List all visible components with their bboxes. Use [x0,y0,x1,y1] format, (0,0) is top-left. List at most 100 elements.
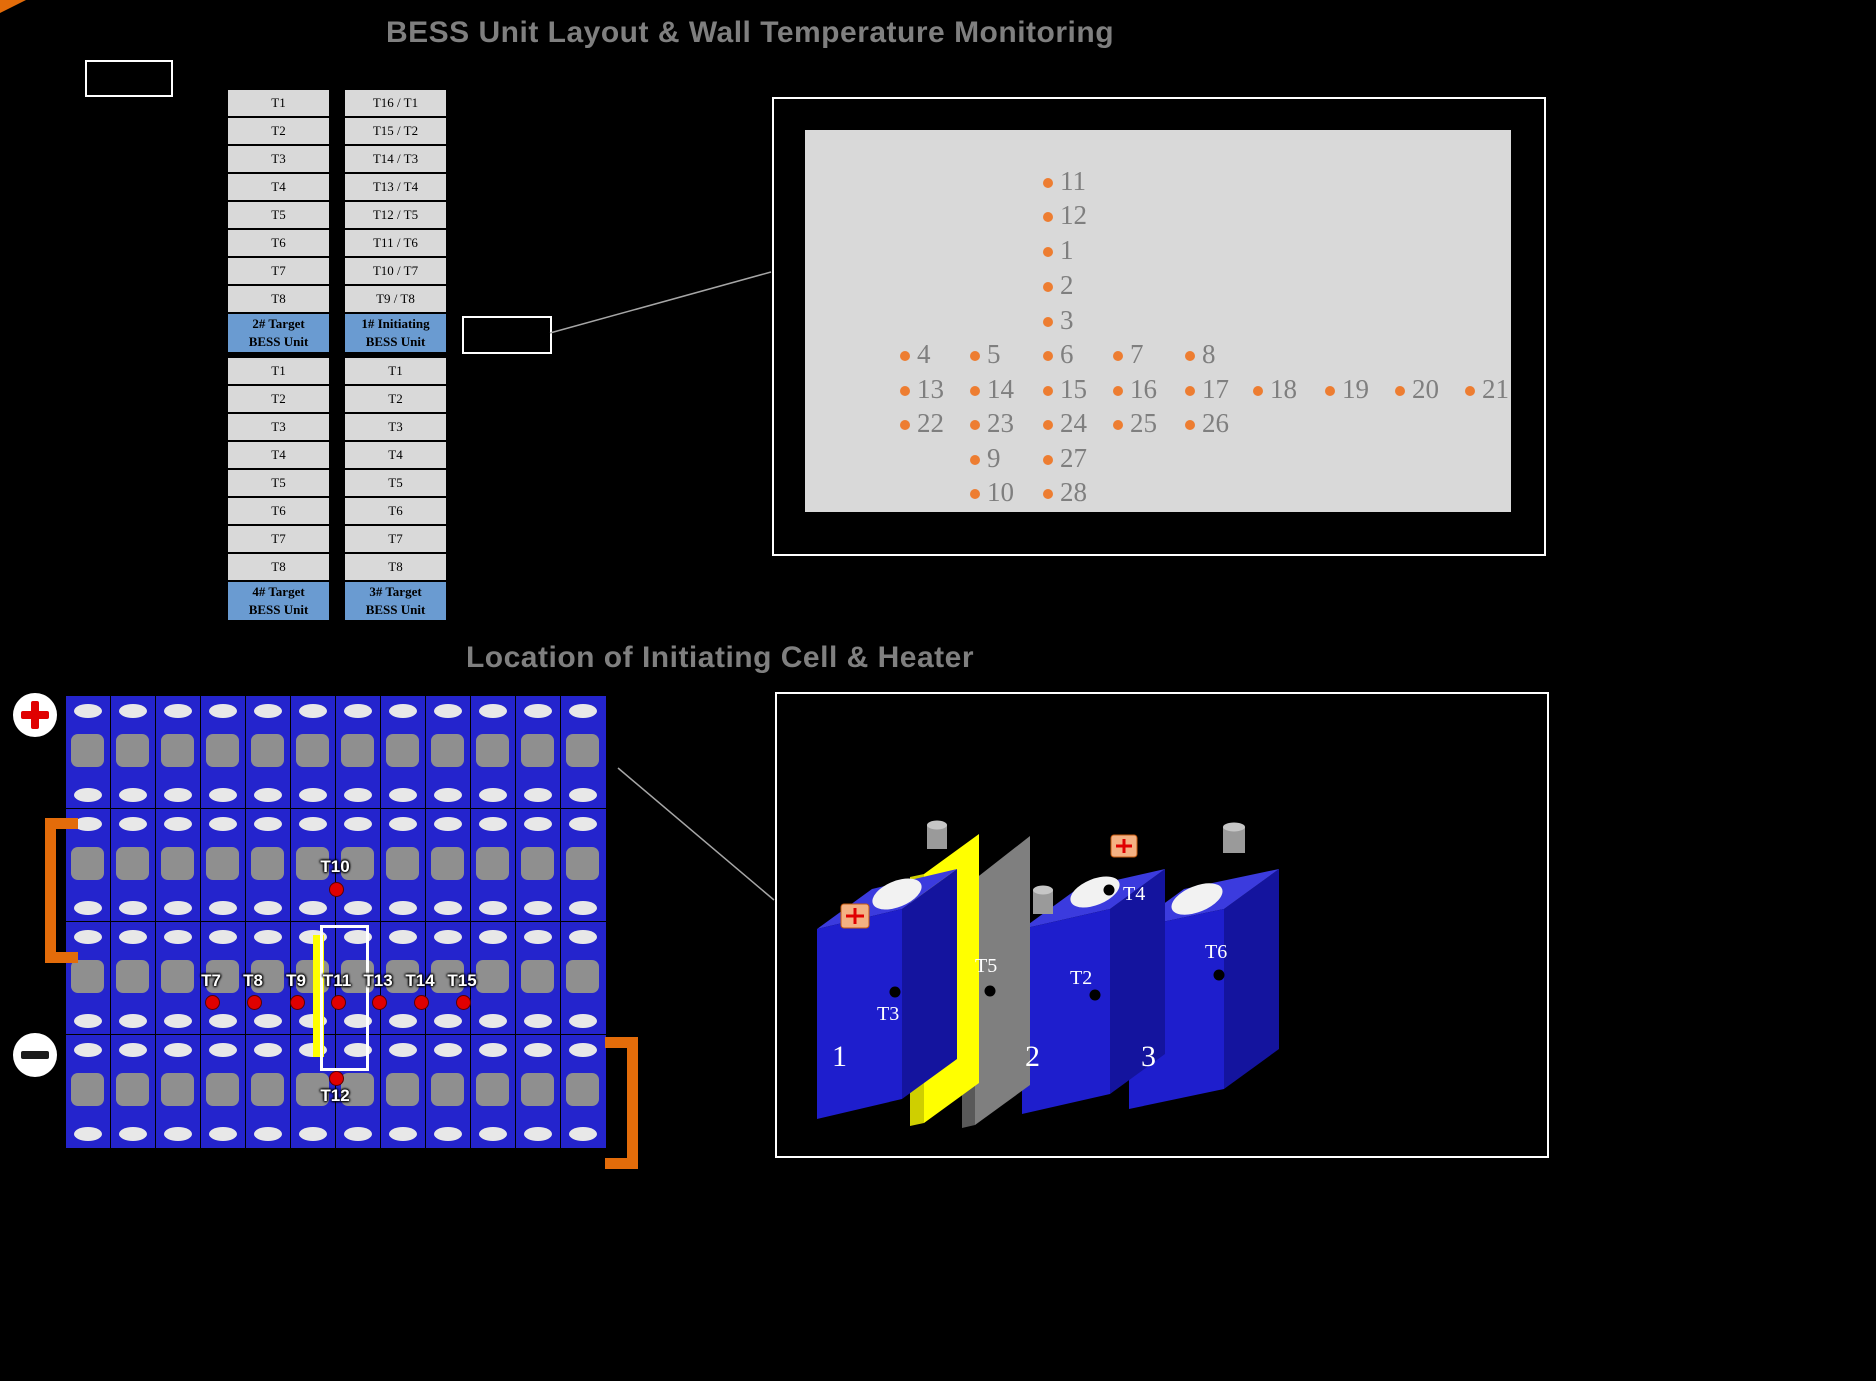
wall-sensor-number: 14 [987,374,1014,404]
wall-sensor-dot [1043,317,1053,327]
terminal-ellipse [164,1043,192,1057]
bottom-title: Location of Initiating Cell & Heater [465,641,975,674]
vent-square [476,734,509,767]
terminal-ellipse [479,788,507,802]
bess-unit-label-line: BESS Unit [248,334,309,349]
terminal-ellipse [74,704,102,718]
terminal-ellipse [524,1127,552,1141]
terminal-ellipse [569,1127,597,1141]
terminal-ellipse [344,1127,372,1141]
battery-cell [245,695,292,810]
sensor-dot-t11 [330,994,346,1010]
temp-sensor-cell: T7 [345,526,446,552]
terminal-ellipse [389,1127,417,1141]
callout-box-1 [85,60,173,97]
terminal-ellipse [524,1014,552,1028]
vent-square [341,847,374,880]
battery-cell [155,921,202,1036]
temp-sensor-cell: T4 [228,174,329,200]
bess-unit-label-line: BESS Unit [365,334,426,349]
terminal-ellipse [209,704,237,718]
vent-square [296,734,329,767]
terminal-ellipse [479,1043,507,1057]
vent-square [431,847,464,880]
battery-cell [200,1034,247,1149]
vent-square [521,1073,554,1106]
temp-sensor-cell: T4 [228,442,329,468]
terminal-ellipse [299,817,327,831]
cell-number: 1 [832,1040,847,1073]
terminal-ellipse [254,901,282,915]
battery-side-face [1224,869,1279,1089]
temp-sensor-cell: T3 [228,146,329,172]
terminal-ellipse [569,817,597,831]
plus-bar-v [31,701,39,729]
wall-sensor-dot [1043,282,1053,292]
assembly-sensor-dot [1213,969,1225,981]
wall-sensor-dot [970,489,980,499]
wall-sensor-dot [970,351,980,361]
positive-terminal-icon [13,693,57,737]
wall-sensor-number: 11 [1060,166,1086,196]
temp-sensor-cell: T5 [228,202,329,228]
battery-cell [110,808,157,923]
battery-pack-grid [65,695,607,1149]
vent-square [341,734,374,767]
wall-sensor-dot [970,455,980,465]
terminal-ellipse [254,1014,282,1028]
temp-sensor-cell: T8 [228,554,329,580]
battery-cell [470,808,517,923]
vent-square [386,1073,419,1106]
battery-cell [110,695,157,810]
terminal-ellipse [164,817,192,831]
terminal-ellipse [164,901,192,915]
assembly-sensor-dot [984,985,996,997]
wall-sensor-dot [900,386,910,396]
terminal-ellipse [119,788,147,802]
terminal-ellipse [434,901,462,915]
temp-sensor-cell: T16 / T1 [345,90,446,116]
wall-sensor-dot [1113,351,1123,361]
terminal-ellipse [479,1014,507,1028]
terminal-cylinder-top [1223,822,1245,832]
wall-sensor-number: 19 [1342,374,1369,404]
wall-sensor-number: 3 [1060,305,1074,335]
battery-cell [245,808,292,923]
terminal-ellipse [434,930,462,944]
wall-sensor-dot [1043,386,1053,396]
sensor-dot-t9 [289,994,305,1010]
battery-cell [515,921,562,1036]
sensor-label-t13: T13 [363,971,393,990]
wall-sensor-number: 27 [1060,443,1087,473]
battery-front-face [817,909,902,1119]
wall-sensor-number: 13 [917,374,944,404]
bess-unit-label-line: 3# Target [369,583,422,599]
temp-sensor-cell: T6 [228,498,329,524]
wall-sensor-number: 26 [1202,408,1229,438]
terminal-ellipse [479,1127,507,1141]
cell-number: 2 [1025,1040,1040,1073]
battery-cell [425,1034,472,1149]
terminal-ellipse [254,817,282,831]
minus-bar [21,1051,49,1059]
terminal-ellipse [344,1043,372,1057]
terminal-ellipse [389,901,417,915]
wall-sensor-number: 17 [1202,374,1229,404]
temp-sensor-cell: T1 [228,90,329,116]
vent-square [71,1073,104,1106]
spacer-plate-side [975,836,1030,1125]
temp-sensor-cell: T13 / T4 [345,174,446,200]
assembly-sensor-label: T5 [975,955,997,977]
terminal-ellipse [74,788,102,802]
battery-cell [245,921,292,1036]
wall-sensor-dot [1395,386,1405,396]
vent-square [71,960,104,993]
vent-square [251,960,284,993]
wall-sensor-dot [1185,351,1195,361]
